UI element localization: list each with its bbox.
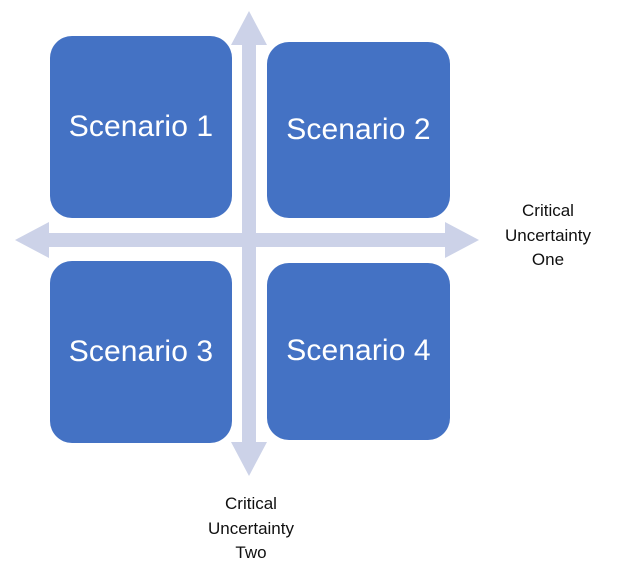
quadrant-box-scenario-4[interactable]: Scenario 4 bbox=[267, 263, 450, 440]
quadrant-label-scenario-1: Scenario 1 bbox=[68, 109, 214, 143]
quadrant-label-scenario-2: Scenario 2 bbox=[286, 112, 431, 146]
quadrant-label-scenario-4: Scenario 4 bbox=[286, 334, 431, 368]
vertical-axis-arrow-icon bbox=[231, 11, 267, 476]
quadrant-label-scenario-3: Scenario 3 bbox=[68, 334, 214, 368]
quadrant-box-scenario-1[interactable]: Scenario 1 bbox=[50, 36, 232, 218]
quadrant-box-scenario-3[interactable]: Scenario 3 bbox=[50, 261, 232, 443]
horizontal-axis-arrow-icon bbox=[15, 222, 479, 258]
horizontal-axis-caption: Critical Uncertainty One bbox=[505, 201, 591, 270]
vertical-axis-caption: Critical Uncertainty Two bbox=[208, 494, 294, 563]
quadrant-box-scenario-2[interactable]: Scenario 2 bbox=[267, 42, 450, 218]
